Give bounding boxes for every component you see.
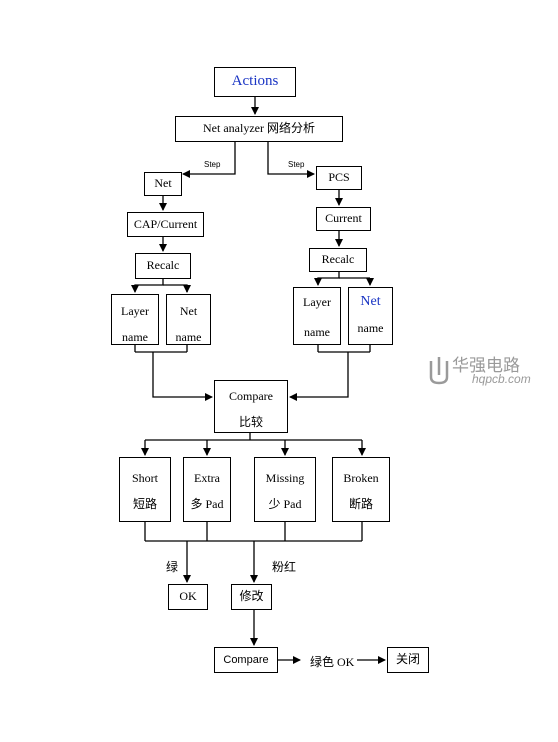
watermark-cn-text: 华强电路 (452, 356, 520, 376)
current-node: Current (316, 207, 371, 231)
recalc-right-node: Recalc (309, 248, 367, 272)
net-analyzer-node: Net analyzer 网络分析 (175, 116, 343, 142)
watermark-logo-icon (429, 357, 449, 385)
recalc-left-node: Recalc (135, 253, 191, 279)
pink-label: 粉红 (272, 560, 297, 574)
net-node: Net (144, 172, 182, 196)
step-label-right: Step (288, 160, 305, 169)
watermark-url-text: hqpcb.com (472, 372, 531, 386)
green-ok-label: 绿色 OK (310, 655, 355, 669)
green-label: 绿 (166, 560, 179, 574)
close-node: 关闭 (387, 647, 429, 673)
ok-node: OK (168, 584, 208, 610)
actions-node: Actions (214, 67, 296, 97)
compare-final-node: Compare (214, 647, 278, 673)
cap-current-node: CAP/Current (127, 212, 204, 237)
step-label-left: Step (204, 160, 221, 169)
pcs-node: PCS (316, 166, 362, 190)
modify-node: 修改 (231, 584, 272, 610)
